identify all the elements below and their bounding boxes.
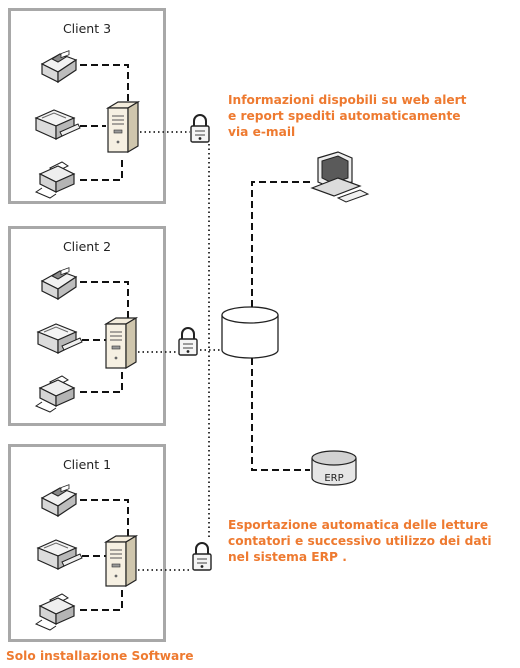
client-title-1: Client 1 <box>62 457 112 472</box>
fax-icon <box>41 50 77 83</box>
web-alert-note: Informazioni dispobili su web alert e re… <box>228 92 466 140</box>
export-note: Esportazione automatica delle letture co… <box>228 517 492 565</box>
fax-icon <box>41 267 77 300</box>
database-to-computer-link <box>251 181 310 307</box>
printer-icon <box>37 539 83 570</box>
computer-icon <box>310 151 370 203</box>
web-alert-line-3: via e-mail <box>228 125 296 139</box>
export-line-1: Esportazione automatica delle letture <box>228 518 489 532</box>
web-alert-line-2: e report spediti automaticamente <box>228 109 461 123</box>
printer-icon <box>35 375 75 413</box>
client-1-connections <box>80 499 129 611</box>
printer-icon <box>35 109 81 140</box>
server-icon <box>105 317 137 369</box>
client-title-3: Client 3 <box>62 21 112 36</box>
client-box-3: Client 3 <box>8 8 166 204</box>
database-to-erp-link <box>251 358 310 471</box>
server-icon <box>105 535 137 587</box>
client-2-connections <box>80 281 129 393</box>
lock-icon <box>192 542 212 571</box>
printer-icon <box>37 323 83 354</box>
footer-note: Solo installazione Software <box>6 649 194 663</box>
printer-icon <box>35 593 75 631</box>
export-line-3: nel sistema ERP . <box>228 550 347 564</box>
lock-icon <box>190 114 210 143</box>
printer-icon <box>35 161 75 199</box>
erp-label: ERP <box>324 473 343 484</box>
lock-icon <box>178 327 198 356</box>
server-icon <box>107 101 139 153</box>
client-3-connections <box>80 64 129 181</box>
web-alert-line-1: Informazioni dispobili su web alert <box>228 93 467 107</box>
fax-icon <box>41 484 77 517</box>
export-line-2: contatori e successivo utilizzo dei dati <box>228 534 492 548</box>
database-icon <box>221 306 279 359</box>
erp-database-icon: ERP <box>311 450 357 486</box>
client-title-2: Client 2 <box>62 239 112 254</box>
